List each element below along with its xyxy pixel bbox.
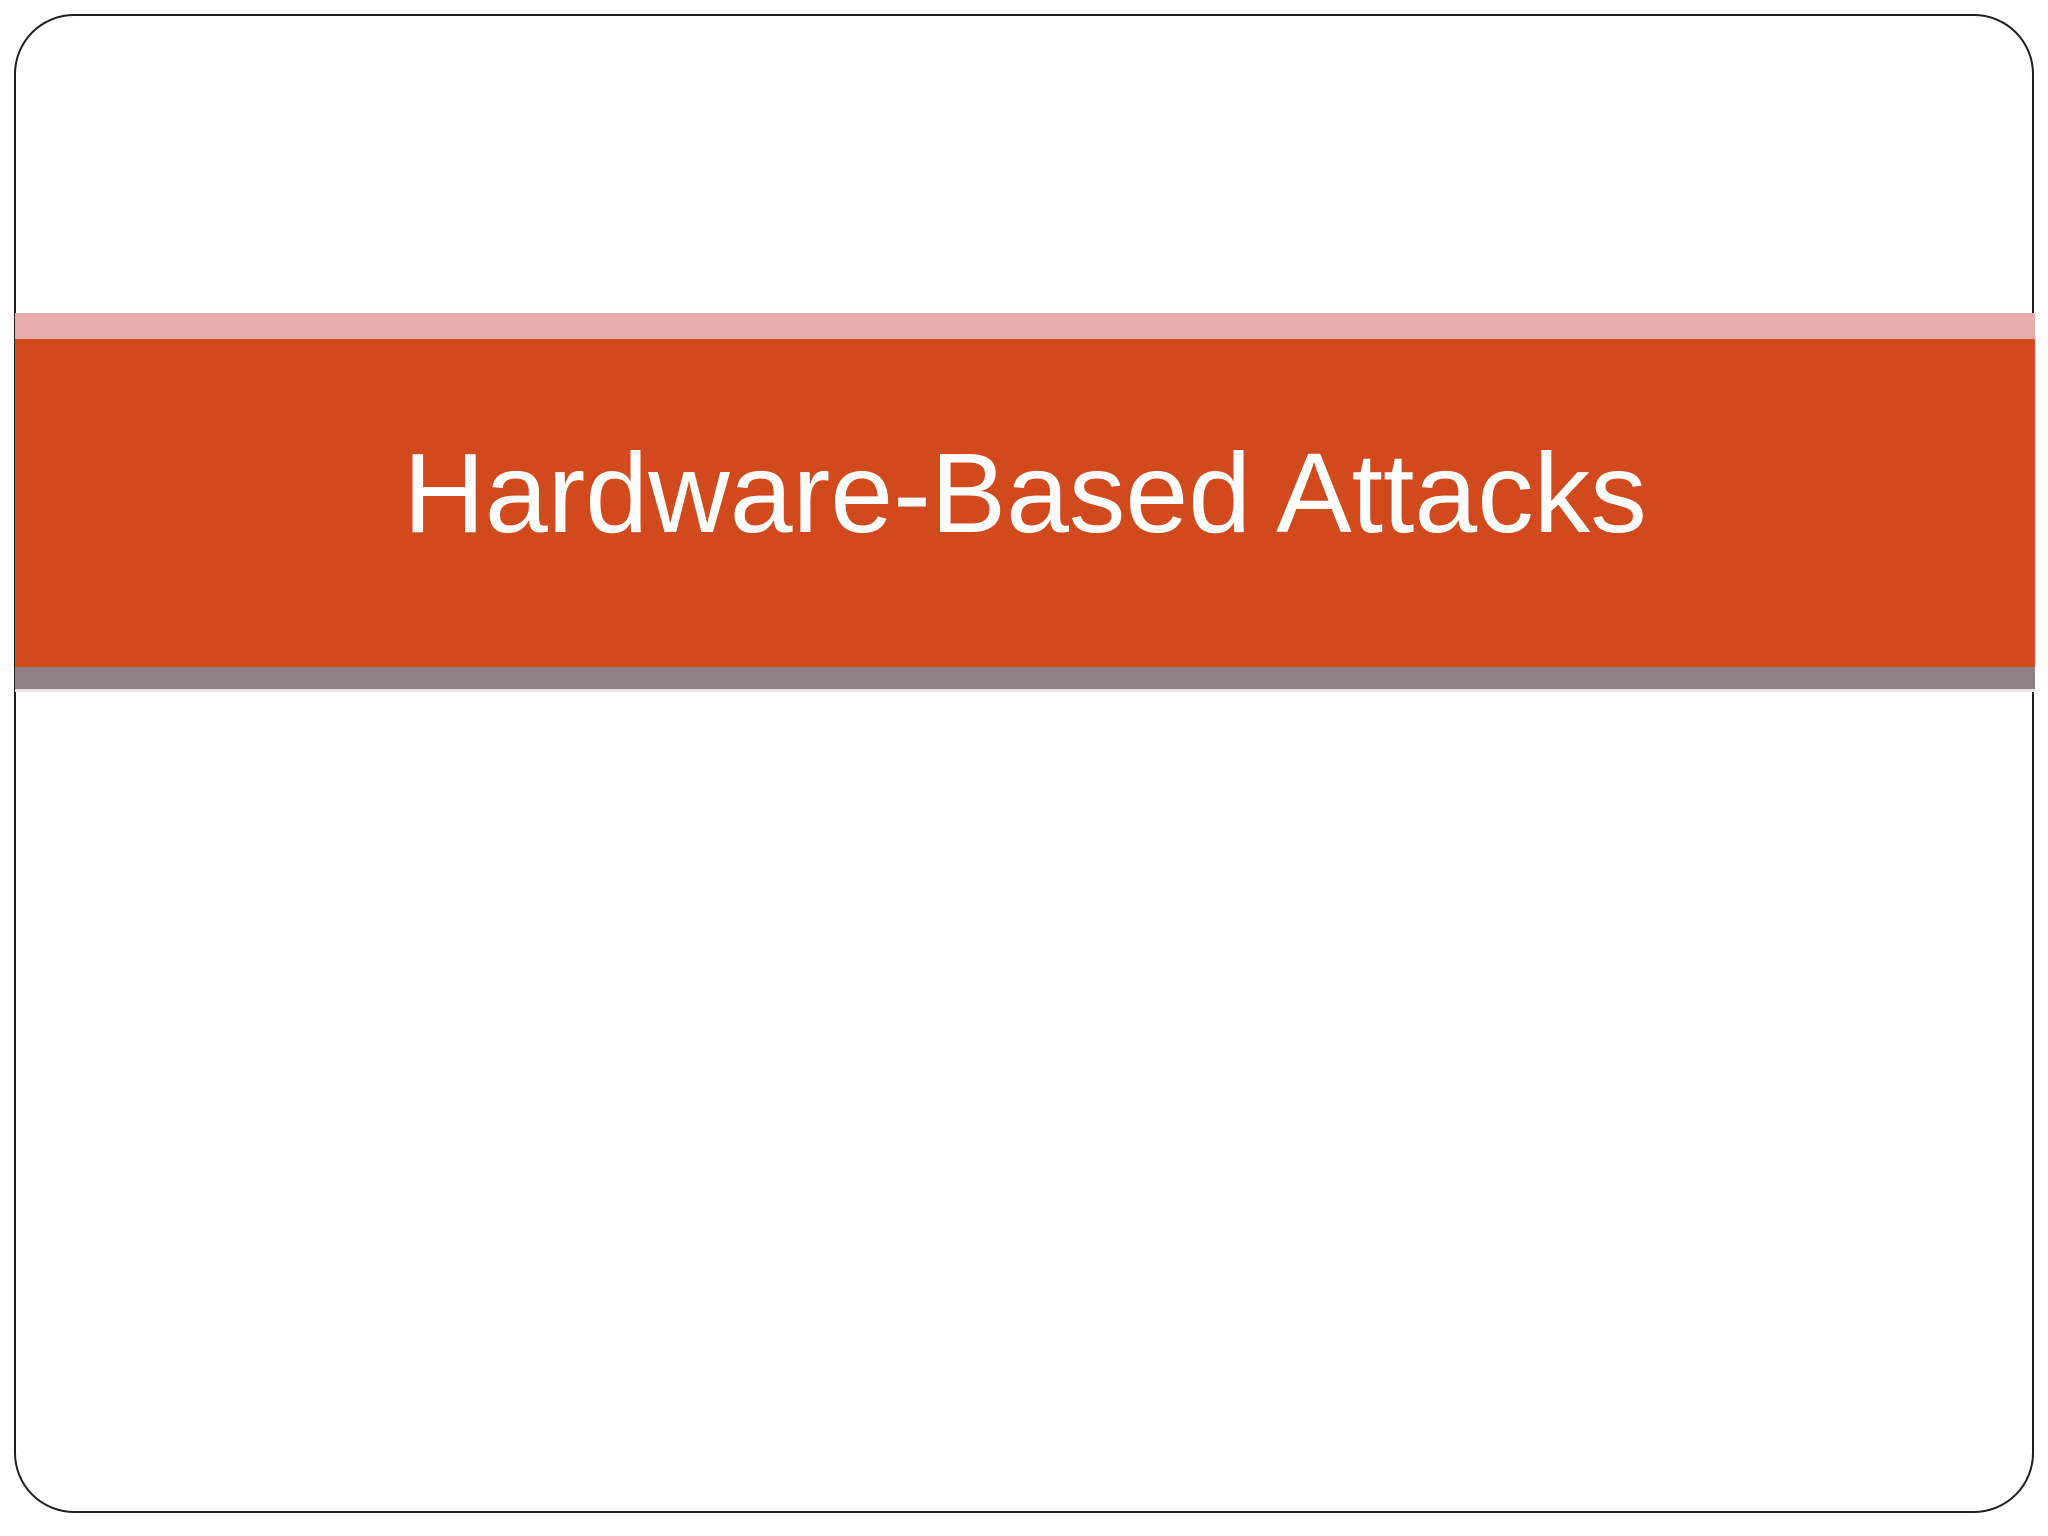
banner-shadow-line <box>15 689 2035 692</box>
title-banner: Hardware-Based Attacks <box>15 339 2035 667</box>
slide-title: Hardware-Based Attacks <box>403 429 1647 556</box>
slide-border-frame <box>14 14 2034 1513</box>
gray-accent-stripe <box>15 667 2035 689</box>
pink-accent-stripe <box>15 313 2035 339</box>
